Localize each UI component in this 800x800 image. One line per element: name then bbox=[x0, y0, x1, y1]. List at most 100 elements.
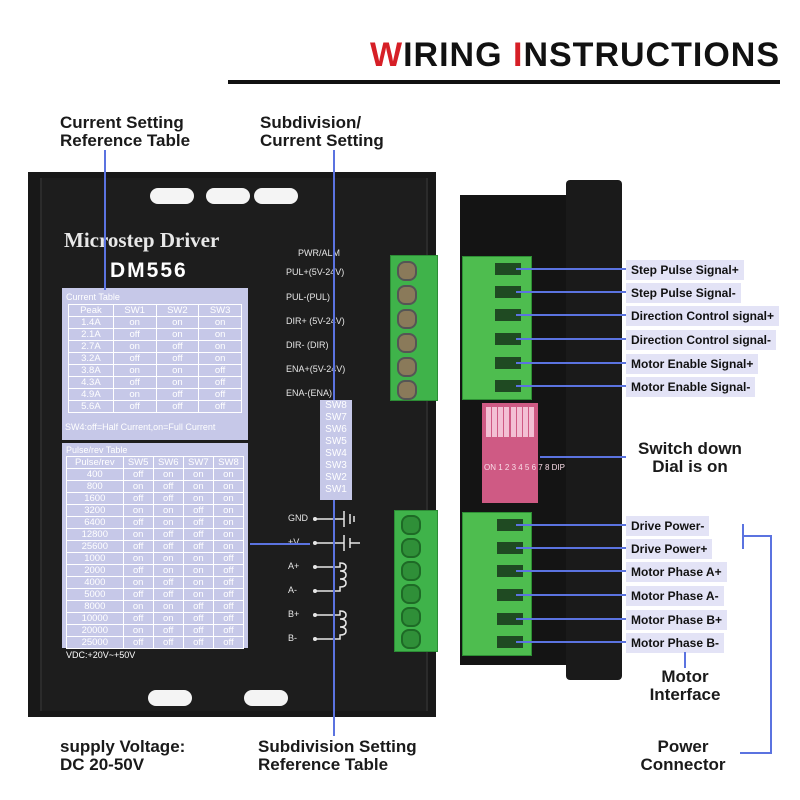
table-cell: off bbox=[112, 352, 157, 365]
callout-power-line1: Power bbox=[657, 737, 709, 756]
title-initial-w: W bbox=[369, 36, 404, 74]
dip-switch-toggle[interactable] bbox=[528, 407, 534, 437]
table-cell: on bbox=[182, 576, 214, 589]
table-cell: 10000 bbox=[66, 612, 124, 625]
table-cell: on bbox=[198, 316, 242, 329]
table-cell: off bbox=[122, 564, 154, 577]
dip-switch-toggle[interactable] bbox=[486, 407, 491, 437]
table-cell: off bbox=[182, 540, 214, 553]
dip-switch-toggle[interactable] bbox=[510, 407, 516, 437]
leader-line bbox=[516, 547, 626, 549]
table-cell: off bbox=[212, 636, 245, 649]
callout-current-table: Current Setting Reference Table bbox=[60, 114, 190, 150]
terminal-slot-icon[interactable] bbox=[495, 333, 521, 345]
switch-label-sw7: SW7 bbox=[325, 412, 347, 423]
terminal-slot-icon[interactable] bbox=[495, 309, 521, 321]
screw-icon[interactable] bbox=[401, 584, 421, 604]
callout-motor-interface: Motor Interface bbox=[630, 668, 740, 704]
terminal-slot-icon[interactable] bbox=[495, 357, 521, 369]
table-cell: on bbox=[212, 492, 245, 505]
dip-switch-toggle[interactable] bbox=[492, 407, 498, 437]
terminal-slot-icon[interactable] bbox=[495, 286, 521, 298]
screw-icon[interactable] bbox=[397, 261, 417, 281]
dip-label: DIP bbox=[551, 463, 565, 472]
callout-line-subdivision bbox=[333, 150, 335, 400]
table-cell: on bbox=[155, 328, 200, 341]
table-cell: 12800 bbox=[66, 528, 124, 541]
table-cell: on bbox=[212, 516, 245, 529]
screw-icon[interactable] bbox=[397, 333, 417, 353]
table-cell: off bbox=[152, 588, 184, 601]
dip-switch-block[interactable]: ON 1 2 3 4 5 6 7 8 DIP bbox=[482, 403, 565, 503]
screw-icon[interactable] bbox=[401, 607, 421, 627]
dip-switch-toggle[interactable] bbox=[504, 407, 510, 437]
table-cell: off bbox=[182, 636, 214, 649]
power-terminal-block-side[interactable] bbox=[462, 512, 532, 656]
table-cell: off bbox=[212, 552, 245, 565]
signal-terminal-block-front[interactable] bbox=[390, 255, 438, 401]
screw-icon[interactable] bbox=[397, 357, 417, 377]
table-cell: on bbox=[155, 364, 200, 377]
table-cell: 800 bbox=[66, 480, 124, 493]
table-cell: off bbox=[182, 528, 214, 541]
table-header-cell: SW8 bbox=[212, 456, 245, 469]
table-cell: off bbox=[122, 612, 154, 625]
table-cell: on bbox=[198, 340, 242, 353]
label-motor-phase-a-minus: Motor Phase A- bbox=[626, 586, 724, 606]
vdc-range-label: VDC:+20V~+50V bbox=[66, 650, 136, 660]
dip-switch-toggle[interactable] bbox=[522, 407, 528, 437]
screw-icon[interactable] bbox=[397, 380, 417, 400]
table-cell: off bbox=[122, 540, 154, 553]
signal-terminal-block-side[interactable] bbox=[462, 256, 532, 400]
callout-supply-line1: supply Voltage: bbox=[60, 737, 186, 756]
terminal-slot-icon[interactable] bbox=[497, 542, 523, 554]
terminal-slot-icon[interactable] bbox=[497, 613, 523, 625]
screw-icon[interactable] bbox=[397, 309, 417, 329]
terminal-slot-icon[interactable] bbox=[495, 263, 521, 275]
table-cell: on bbox=[198, 352, 242, 365]
dip-switch-row[interactable] bbox=[486, 407, 534, 443]
table-cell: off bbox=[212, 576, 245, 589]
table-cell: off bbox=[155, 388, 200, 401]
current-table-title: Current Table bbox=[66, 292, 120, 302]
screw-icon[interactable] bbox=[401, 629, 421, 649]
screw-icon[interactable] bbox=[397, 285, 417, 305]
terminal-slot-icon[interactable] bbox=[497, 589, 523, 601]
table-cell: 2.1A bbox=[68, 328, 114, 341]
dip-switch-toggle[interactable] bbox=[498, 407, 504, 437]
table-cell: 1.4A bbox=[68, 316, 114, 329]
table-cell: 3.2A bbox=[68, 352, 114, 365]
table-cell: 1600 bbox=[66, 492, 124, 505]
dip-switch-toggle[interactable] bbox=[516, 407, 522, 437]
table-cell: 2.7A bbox=[68, 340, 114, 353]
callout-subdivision: Subdivision/ Current Setting bbox=[260, 114, 384, 150]
label-drive-power-plus: Drive Power+ bbox=[626, 539, 713, 559]
screw-icon[interactable] bbox=[401, 515, 421, 535]
table-cell: on bbox=[152, 516, 184, 529]
terminal-slot-icon[interactable] bbox=[497, 565, 523, 577]
screw-icon[interactable] bbox=[401, 538, 421, 558]
terminal-slot-icon[interactable] bbox=[497, 519, 523, 531]
label-step-pulse-plus: Step Pulse Signal+ bbox=[626, 260, 744, 280]
terminal-slot-icon[interactable] bbox=[495, 380, 521, 392]
pin-label-ena-minus: ENA-(ENA) bbox=[286, 388, 333, 398]
power-terminal-block-front[interactable] bbox=[394, 510, 438, 652]
callout-current-table-line1: Current Setting bbox=[60, 113, 184, 132]
table-cell: off bbox=[112, 400, 157, 413]
brand-name: Microstep Driver bbox=[64, 228, 220, 252]
table-cell: 8000 bbox=[66, 600, 124, 613]
table-cell: off bbox=[112, 376, 157, 389]
terminal-slot-icon[interactable] bbox=[497, 636, 523, 648]
table-cell: off bbox=[152, 528, 184, 541]
screw-icon[interactable] bbox=[401, 561, 421, 581]
